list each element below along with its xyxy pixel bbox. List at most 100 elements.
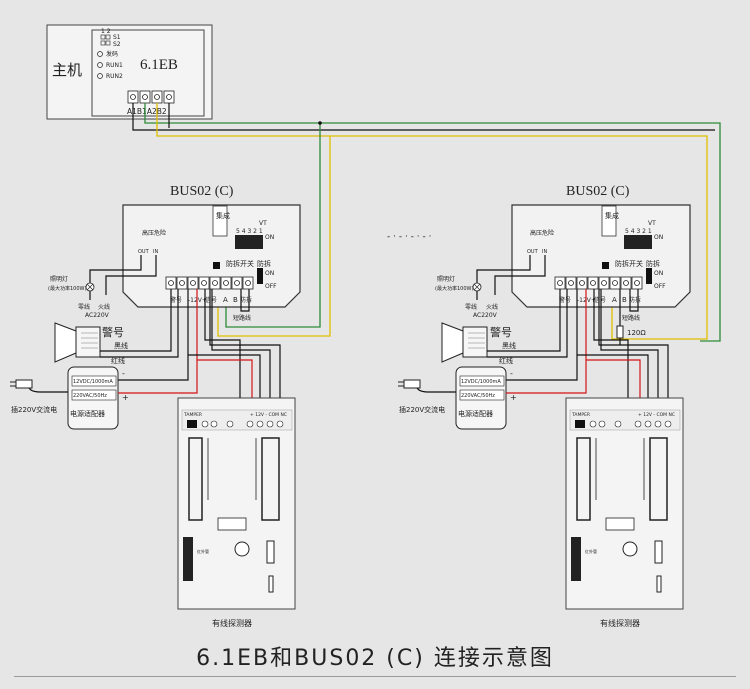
out-label: OUT [527,249,539,255]
term-label: 信号 [594,296,606,304]
detector-terminal-block[interactable] [589,420,672,428]
detector-right: TAMPER + 12V - COM NC 红外管 有线探测器 [565,397,684,628]
term-label: A [223,296,228,304]
detector-sensor-label: 红外管 [197,548,209,554]
live-wire-label: 火线 [486,303,498,311]
resistor-icon [616,289,624,345]
tamper-label: 防拆 [257,259,271,268]
tamper-switch-icon [213,262,220,269]
detector-sensor-label: 红外管 [585,548,597,554]
host-led-label: RUN2 [106,73,123,80]
in-label: IN [542,249,547,255]
host-dip-switch[interactable] [100,34,106,40]
live-wire-label: 火线 [98,303,110,311]
lamp-label: 照明灯 [437,275,455,283]
vt-label: VT [259,220,267,227]
detector-tamper-label: TAMPER [183,412,202,418]
adapter-spec-ac: 220VAC/50Hz [73,393,107,399]
bus-module-left: BUS02 (C) 高压危险 集成 VT 5 4 3 2 1 ON OUT IN… [10,184,301,430]
host-switch-label: S2 [113,41,121,48]
jumper-on-label: ON [654,270,663,277]
jicheng-label: 集成 [605,211,619,220]
adapter-plus: + [122,393,129,402]
detector-left: TAMPER + 12V - COM NC 红外管 有线探测器 [177,397,296,628]
bus-dip-numbers: 5 4 3 2 1 [625,228,652,235]
host-unit: 主机 6.1EB 1 2 S1 S2 发码 RUN1 RUN2 A1B1A2B2 [46,24,213,120]
term-label: 警号 [559,296,571,304]
red-wire-label: 红线 [499,356,513,365]
diagram-caption: 6.1EB和BUS02 (C) 连接示意图 [196,646,554,671]
ac-label: AC220V [85,312,110,319]
tamper-jumper[interactable] [257,268,263,284]
adapter-minus: - [510,369,513,378]
host-dip-switch[interactable] [100,40,106,46]
bottom-divider [14,676,736,677]
term-label: B [622,296,627,304]
detector-terminal-labels: + 12V - COM NC [250,412,287,418]
lamp-icon [85,282,95,292]
bus-dip-switch[interactable] [624,235,652,249]
short-label: 短路线 [233,314,251,322]
continuation-dashes: - · - · - · - · [387,232,431,242]
host-title: 主机 [52,61,82,79]
term-label: 防拆 [629,296,641,304]
host-terminal-labels: A1B1A2B2 [127,107,167,116]
term-label: 防拆 [240,296,252,304]
lamp-icon [472,282,482,292]
adapter-spec-dc: 12VDC/1000mA [73,379,113,385]
dip-on-label: ON [654,234,663,241]
jumper-off-label: OFF [265,283,277,290]
bus-title: BUS02 (C) [566,184,630,199]
detector-label: 有线探测器 [212,618,252,628]
siren-icon [54,322,101,363]
host-model: 6.1EB [140,57,178,73]
lamp-spec: (最大功率100W) [435,285,473,292]
in-label: IN [153,249,158,255]
red-wire-label: 红线 [111,356,125,365]
led-icon [97,51,103,57]
bus-hv-label: 高压危险 [142,229,166,237]
host-led-label: RUN1 [106,62,123,69]
jicheng-label: 集成 [216,211,230,220]
jumper-off-label: OFF [654,283,666,290]
tamper-label: 防拆 [646,259,660,268]
term-label: 信号 [205,296,217,304]
detector-label: 有线探测器 [600,618,640,628]
vt-label: VT [648,220,656,227]
term-label: A [612,296,617,304]
bus-module-right: - · - · - · - · BUS02 (C) 高压危险 集成 VT 5 4… [387,184,691,430]
bus-title: BUS02 (C) [170,184,234,199]
host-switch-label: S1 [113,34,121,41]
adapter-label: 电源适配器 [70,409,105,418]
siren-label: 警号 [490,325,512,339]
lamp-spec: (最大功率100W) [48,285,86,292]
tamper-switch-label: 防拆开关 [226,259,254,268]
plug-icon [398,379,421,389]
led-icon [97,62,103,68]
bus-dip-switch[interactable] [235,235,263,249]
zero-wire-label: 零线 [78,303,90,311]
host-dip-numbers: 1 2 [101,28,111,35]
out-label: OUT [138,249,150,255]
ac-label: AC220V [473,312,498,319]
plug-label: 插220V交流电 [399,405,445,414]
plug-label: 插220V交流电 [11,405,57,414]
detector-tamper-label: TAMPER [571,412,590,418]
detector-terminal-block[interactable] [201,420,284,428]
term-label: 警号 [170,296,182,304]
term-label: B [233,296,238,304]
adapter-spec-ac: 220VAC/50Hz [461,393,495,399]
bus-dip-numbers: 5 4 3 2 1 [236,228,263,235]
adapter-minus: - [122,369,125,378]
tamper-switch-label: 防拆开关 [615,259,643,268]
siren-icon [441,322,488,363]
plug-icon [10,379,33,389]
host-led-label: 发码 [106,50,118,58]
tamper-jumper[interactable] [646,268,652,284]
led-icon [97,73,103,79]
siren-label: 警号 [102,325,124,339]
tamper-switch-icon [602,262,609,269]
host-dip-switch[interactable] [105,40,111,46]
host-dip-switch[interactable] [105,34,111,40]
